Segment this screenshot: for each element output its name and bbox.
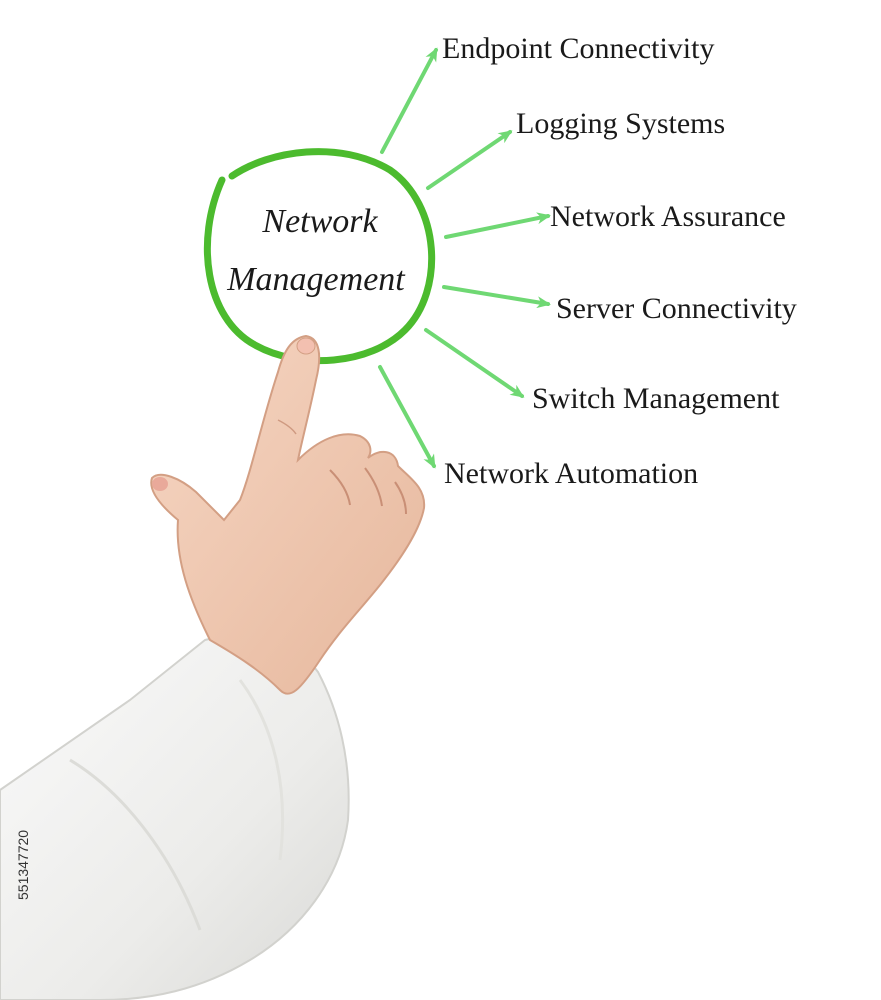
center-title-line1: Network <box>261 203 378 240</box>
arrow-server-connectivity <box>444 287 548 304</box>
item-label: Endpoint Connectivity <box>442 32 714 65</box>
pointing-hand <box>151 336 424 694</box>
arrow-network-assurance <box>446 216 548 237</box>
item-label: Server Connectivity <box>556 292 797 325</box>
item-label: Network Assurance <box>550 200 786 233</box>
arrow-network-automation <box>380 367 434 466</box>
center-title-line2: Management <box>226 261 406 298</box>
arrow-endpoint-connectivity <box>382 50 436 152</box>
arrow-logging-systems <box>428 132 510 188</box>
stock-image-id: 551347720 <box>15 830 31 900</box>
arrow-switch-management <box>426 330 522 396</box>
center-circle <box>207 152 431 361</box>
item-label: Logging Systems <box>516 107 725 140</box>
item-label: Network Automation <box>444 457 698 490</box>
item-label: Switch Management <box>532 382 780 415</box>
